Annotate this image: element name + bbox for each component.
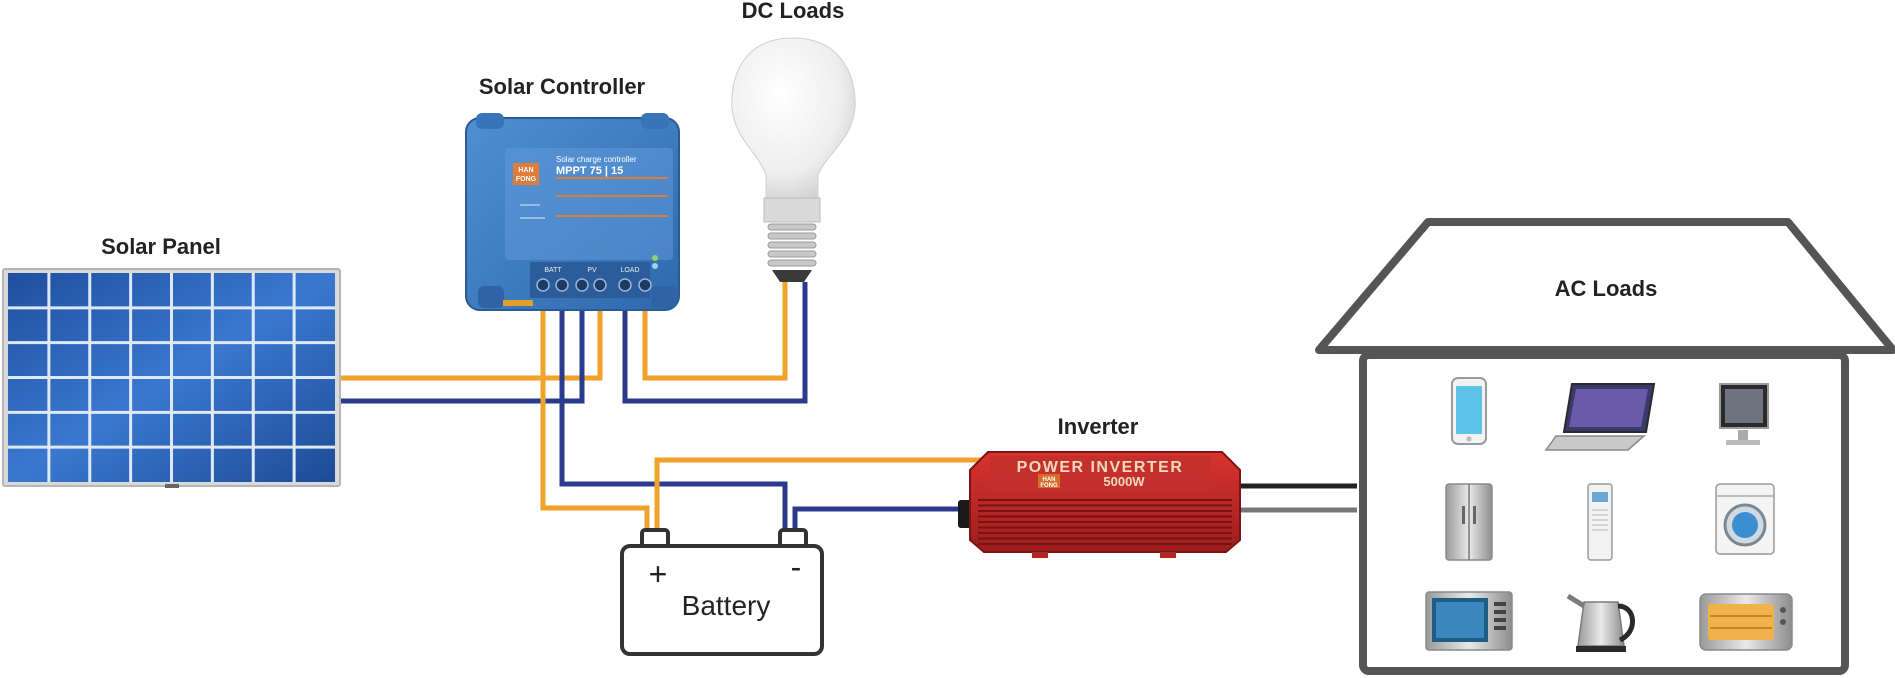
terminal-screw bbox=[638, 278, 652, 292]
batt-negative-wire bbox=[559, 300, 788, 538]
battery: + - Battery bbox=[620, 528, 824, 656]
pv-positive-wire bbox=[340, 300, 603, 381]
inverter-rating: 5000W bbox=[1103, 474, 1145, 489]
solar-controller-label: Solar Controller bbox=[479, 74, 646, 99]
inverter-brand-logo bbox=[1038, 474, 1060, 488]
batt-positive-wire bbox=[540, 300, 650, 538]
wiring bbox=[340, 282, 1357, 538]
load-positive-wire bbox=[642, 282, 788, 381]
smartphone-icon bbox=[1451, 377, 1487, 445]
light-bulb-icon bbox=[731, 37, 856, 282]
solar-panel-label: Solar Panel bbox=[101, 234, 221, 259]
battery-minus-sign: - bbox=[791, 549, 802, 585]
refrigerator-icon bbox=[1445, 483, 1493, 561]
battery-body bbox=[620, 544, 824, 656]
microwave-icon bbox=[1425, 591, 1513, 651]
terminal-screw bbox=[575, 278, 589, 292]
controller-title: Solar charge controller bbox=[556, 155, 637, 164]
controller-brand-line1: HAN bbox=[518, 167, 533, 174]
power-inverter: POWER INVERTER HAN FONG 5000W bbox=[958, 451, 1241, 558]
toaster-oven-icon bbox=[1699, 593, 1793, 651]
terminal-screw bbox=[593, 278, 607, 292]
terminal-load-label: LOAD bbox=[620, 267, 639, 274]
controller-brand-line2: FONG bbox=[516, 176, 537, 183]
solar-panel bbox=[2, 268, 341, 488]
air-conditioner-icon bbox=[1587, 483, 1613, 561]
pv-negative-wire bbox=[340, 300, 585, 404]
monitor-icon bbox=[1719, 383, 1769, 445]
terminal-screw bbox=[555, 278, 569, 292]
terminal-pv-label: PV bbox=[587, 267, 597, 274]
solar-charge-controller: HAN FONG Solar charge controller MPPT 75… bbox=[465, 113, 680, 311]
status-led bbox=[652, 263, 658, 269]
controller-model: MPPT 75 | 15 bbox=[556, 165, 623, 177]
inverter-positive-wire bbox=[654, 457, 990, 538]
controller-brand-logo bbox=[513, 163, 539, 185]
house-roof bbox=[1315, 218, 1895, 354]
load-negative-wire bbox=[622, 282, 808, 404]
controller-terminal-block bbox=[530, 262, 650, 298]
kettle-icon bbox=[1566, 593, 1635, 652]
battery-plus-sign: + bbox=[649, 556, 668, 592]
battery-label: Battery bbox=[682, 590, 771, 621]
terminal-screws bbox=[536, 278, 652, 292]
inverter-heat-fins bbox=[978, 499, 1232, 545]
inverter-label: Inverter bbox=[1058, 414, 1139, 439]
bulb-base-threads bbox=[767, 223, 817, 267]
terminal-batt-label: BATT bbox=[544, 267, 562, 274]
terminal-screw bbox=[536, 278, 550, 292]
terminal-screw bbox=[618, 278, 632, 292]
status-led bbox=[652, 255, 658, 261]
ac-appliances bbox=[1425, 377, 1793, 652]
inverter-brand-line2: FONG bbox=[1040, 483, 1058, 489]
ac-loads-label: AC Loads bbox=[1555, 276, 1658, 301]
dc-loads-label: DC Loads bbox=[742, 0, 845, 23]
inverter-brand-line1: HAN bbox=[1043, 477, 1056, 483]
laptop-icon bbox=[1544, 383, 1656, 451]
inverter-title: POWER INVERTER bbox=[1017, 459, 1184, 476]
panel-cell-grid bbox=[8, 273, 335, 482]
washing-machine-icon bbox=[1715, 483, 1775, 555]
inverter-negative-wire bbox=[792, 506, 975, 538]
